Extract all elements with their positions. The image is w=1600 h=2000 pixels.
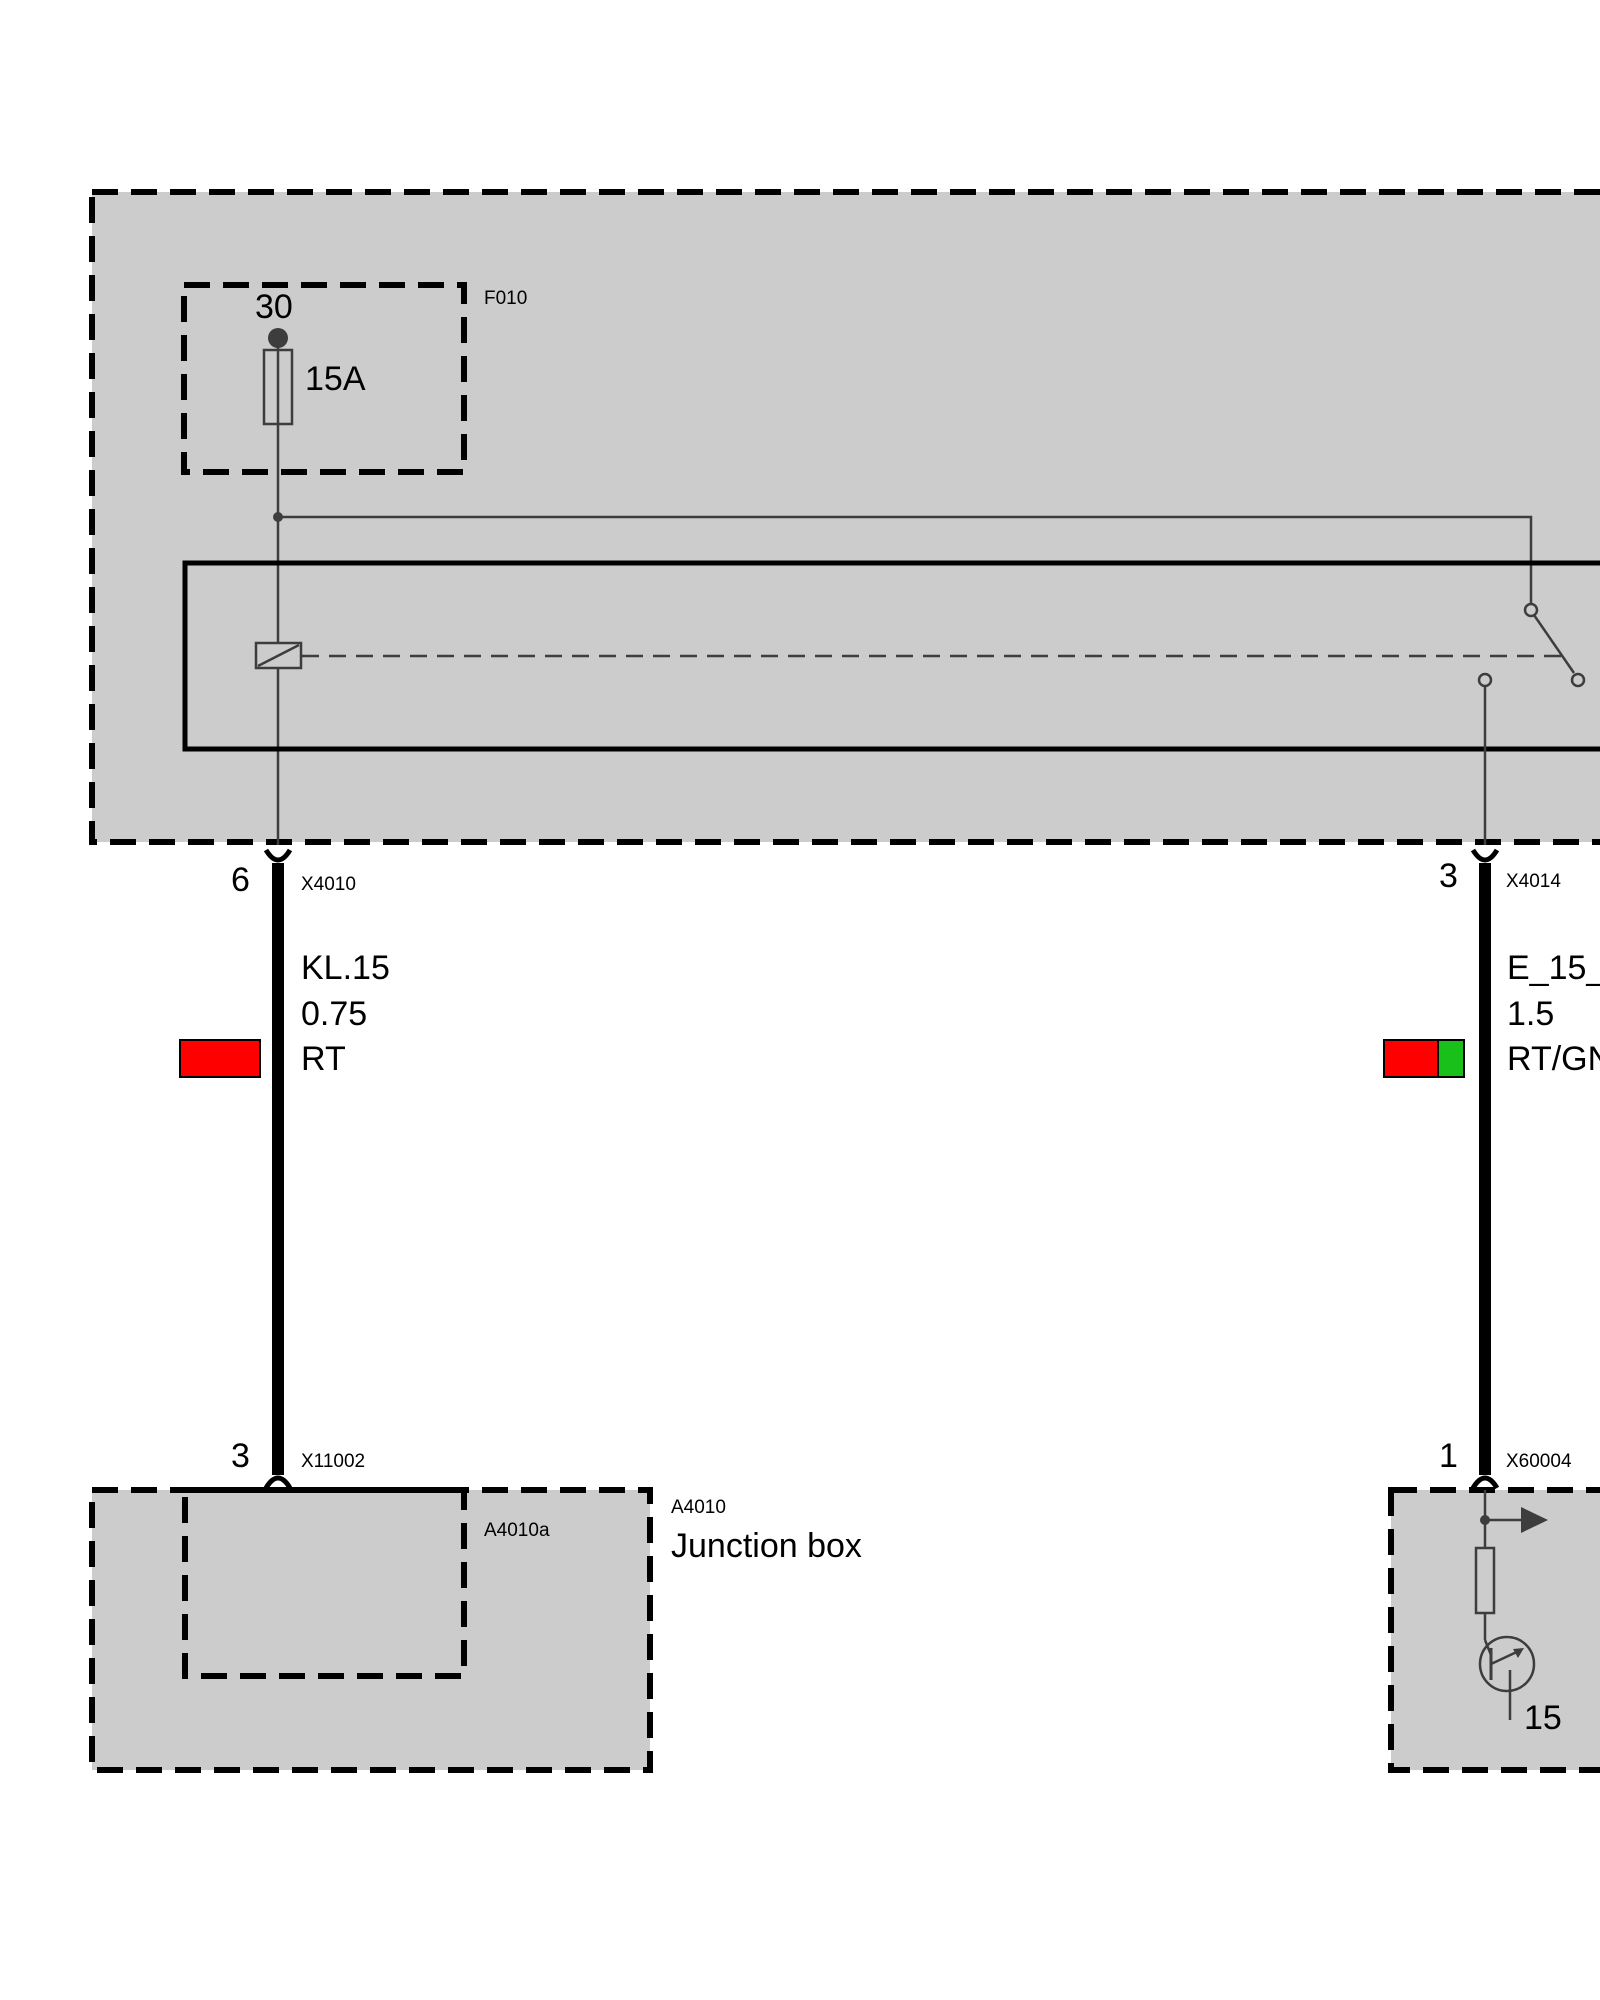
- wire-left-signal: KL.15: [301, 949, 390, 987]
- connector-x4014-pin: 3: [1439, 857, 1458, 895]
- wire-right-cross-section: 1.5: [1507, 995, 1554, 1033]
- junction-box-sub-module: [182, 1487, 467, 1679]
- bottom-right-module: 15: [1388, 1487, 1600, 1773]
- sub-module-id: A4010a: [484, 1520, 550, 1541]
- output-arrow-icon: [1485, 1507, 1548, 1533]
- connector-x4010-pin: 6: [231, 861, 250, 899]
- connector-x60004-id: X60004: [1506, 1451, 1572, 1472]
- wire-right-color-swatch: [1383, 1039, 1465, 1078]
- connector-x4010-icon: [263, 848, 293, 863]
- fuse-terminal-label: 30: [255, 288, 293, 326]
- connector-x60004-icon: [1470, 1475, 1500, 1490]
- module-name: Junction box: [671, 1527, 862, 1565]
- transistor-terminal-label: 15: [1524, 1699, 1562, 1737]
- connector-x4014-id: X4014: [1506, 871, 1561, 892]
- top-module: F010 30 15A: [89, 189, 1600, 845]
- wire-left-body: [272, 863, 284, 1475]
- module-id: A4010: [671, 1497, 726, 1518]
- left-wire: 6 X4010 KL.15 0.75 RT 3 X11002: [179, 848, 390, 1490]
- fuse-box: [181, 282, 467, 475]
- connector-x60004-pin: 1: [1439, 1437, 1458, 1475]
- transistor-icon: [1478, 1635, 1536, 1720]
- bottom-right-module-box: [1388, 1487, 1600, 1773]
- fuse-rating-label: 15A: [305, 360, 366, 398]
- fuse-id-label: F010: [484, 288, 527, 309]
- wire-right-signal: E_15_: [1507, 949, 1600, 987]
- wire-right-body: [1479, 863, 1491, 1475]
- switch-supply-wire: [278, 515, 1533, 609]
- connector-x11002-pin: 3: [231, 1437, 250, 1475]
- right-wire: 3 X4014 E_15_ 1.5 RT/GN 1 X60004: [1383, 848, 1600, 1490]
- relay-block: [182, 560, 1600, 752]
- relay-coil-icon: [254, 641, 303, 670]
- wire-left-cross-section: 0.75: [301, 995, 367, 1033]
- wire-left-color-swatch: [179, 1039, 261, 1078]
- wire-left-color-code: RT: [301, 1040, 346, 1078]
- wire-right-color-code: RT/GN: [1507, 1040, 1600, 1078]
- connector-x4010-id: X4010: [301, 874, 356, 895]
- junction-box-outline: [89, 1487, 653, 1773]
- connector-x11002-icon: [263, 1475, 293, 1490]
- connector-x11002-id: X11002: [301, 1451, 365, 1472]
- junction-box-module: A4010a A4010 Junction box: [89, 1487, 862, 1773]
- connector-x4014-icon: [1470, 848, 1500, 863]
